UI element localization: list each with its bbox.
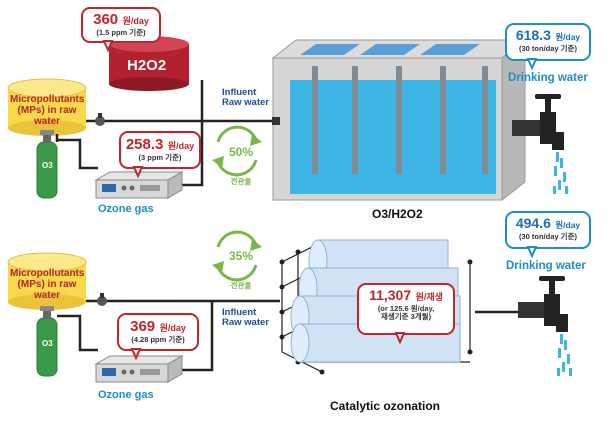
micropollutants-label-top: Micropollutants (MPs) in raw water — [10, 94, 85, 127]
reactor-label-bottom: Catalytic ozonation — [330, 399, 441, 413]
reduction-percent-bottom: 35% — [228, 249, 254, 263]
reduction-label-top: 전관율 — [230, 177, 252, 186]
ozone-cost-bottom: 369 원/day (4.28 ppm 기준) — [122, 319, 194, 344]
influent-label-top: Influent Raw water — [222, 87, 269, 109]
o3-bottle-label-top: O3 — [42, 161, 53, 170]
ozone-cost-top-note: (3 ppm 기준) — [138, 152, 182, 162]
h2o2-cost: 360 원/day (1.5 ppm 기준) — [86, 12, 156, 37]
water-stream-top — [553, 152, 568, 194]
ozone-cost-bottom-unit: 원/day — [159, 323, 186, 333]
h2o2-cost-value: 360 — [93, 11, 119, 28]
water-stream-bottom — [557, 334, 572, 376]
catalyst-cost: 11,307 원/재생 (or 125.6 원/day, 재생기준 3개월) — [362, 288, 450, 321]
callout-drinking-top — [505, 23, 591, 71]
o3-bottle-top — [36, 130, 58, 199]
ozone-cost-bottom-value: 369 — [130, 318, 156, 335]
drinking-cost-top-value: 618.3 — [515, 27, 551, 43]
h2o2-cost-unit: 원/day — [122, 16, 149, 26]
ozone-cost-top-value: 258.3 — [125, 136, 164, 153]
drinking-cost-bottom-unit: 원/day — [555, 220, 581, 230]
callout-catalyst-cost — [357, 283, 455, 345]
recycle-arrows-top — [212, 125, 262, 177]
ozone-cost-top: 258.3 원/day (3 ppm 기준) — [124, 137, 196, 162]
drinking-cost-bottom-value: 494.6 — [515, 215, 551, 231]
catalyst-cost-note1: (or 125.6 원/day, — [377, 303, 435, 313]
catalyst-cost-unit: 원/재생 — [415, 292, 443, 302]
influent-label-bottom: Influent Raw water — [222, 307, 269, 329]
drinking-cost-top-note: (30 ton/day 기준) — [519, 43, 577, 53]
valve-bottom — [97, 293, 107, 306]
o3-bottle-label-bottom: O3 — [42, 339, 53, 348]
faucet-top — [512, 94, 564, 150]
drinking-cost-top: 618.3 원/day (30 ton/day 기준) — [510, 28, 586, 53]
h2o2-label: H2O2 — [127, 57, 167, 74]
h2o2-cost-note: (1.5 ppm 기준) — [96, 27, 146, 37]
reduction-label-bottom: 전관율 — [230, 281, 252, 290]
valve-top — [95, 113, 105, 126]
ozone-cost-top-unit: 원/day — [167, 141, 195, 151]
drinking-cost-top-unit: 원/day — [555, 32, 581, 42]
micropollutants-label-bottom: Micropollutants (MPs) in raw water — [10, 268, 85, 301]
faucet-bottom — [518, 276, 568, 332]
reactor-label-top: O3/H2O2 — [372, 207, 423, 221]
drinking-cost-bottom: 494.6 원/day (30 ton/day 기준) — [510, 216, 586, 241]
callout-ozone-cost-top — [119, 131, 201, 179]
drinking-water-label-bottom: Drinking water — [506, 260, 586, 272]
ozone-gas-label-bottom: Ozone gas — [98, 389, 154, 401]
catalyst-cylinders — [290, 239, 461, 363]
reduction-percent-top: 50% — [228, 145, 254, 159]
drinking-water-label-top: Drinking water — [508, 72, 588, 84]
recycle-arrows-bottom — [212, 230, 262, 282]
o3-h2o2-reactor — [271, 38, 527, 202]
catalyst-cost-value: 11,307 — [369, 287, 412, 303]
callout-ozone-cost-bottom — [117, 313, 199, 361]
ozone-gas-label-top: Ozone gas — [98, 203, 154, 215]
ozone-generator-bottom — [94, 355, 184, 383]
raw-water-tank-top — [7, 78, 87, 136]
callout-drinking-bottom — [505, 211, 591, 259]
catalyst-cost-note2: 재생기준 3개월) — [380, 311, 432, 321]
callout-h2o2-cost — [81, 7, 161, 53]
o3-bottle-bottom — [36, 306, 58, 377]
pipes-top — [55, 80, 272, 187]
drinking-cost-bottom-note: (30 ton/day 기준) — [519, 231, 577, 241]
raw-water-tank-bottom — [7, 252, 87, 310]
ozone-cost-bottom-note: (4.28 ppm 기준) — [131, 334, 185, 344]
pipes-bottom — [57, 299, 520, 372]
